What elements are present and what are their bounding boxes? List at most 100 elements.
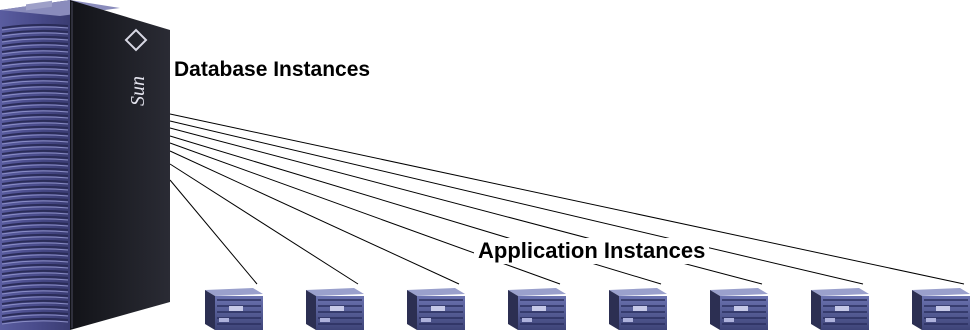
rack-panel — [926, 318, 936, 322]
application-servers — [205, 288, 970, 330]
grille-ridge — [1, 263, 69, 269]
grille-highlight — [1, 92, 69, 97]
grille-highlight — [1, 134, 69, 139]
grille-highlight — [1, 62, 69, 67]
grille-highlight — [1, 296, 69, 301]
grille-highlight — [1, 212, 69, 217]
rack-panel — [825, 318, 835, 322]
grille-ridge — [1, 281, 69, 287]
grille-highlight — [1, 188, 69, 193]
rack-side — [407, 290, 417, 330]
grille-highlight — [1, 206, 69, 211]
grille-ridge — [1, 305, 69, 311]
rack-side — [306, 290, 316, 330]
grille-highlight — [1, 44, 69, 49]
grille-highlight — [1, 194, 69, 199]
grille-highlight — [1, 158, 69, 163]
rack-top — [205, 288, 263, 296]
grille-highlight — [1, 290, 69, 295]
grille-highlight — [1, 200, 69, 205]
grille-ridge — [1, 221, 69, 227]
connection-lines — [169, 113, 965, 285]
grille-ridge — [1, 59, 69, 65]
sun-logo: Sun — [124, 28, 149, 106]
rack-side — [508, 290, 518, 330]
tower-badge — [26, 0, 52, 11]
grille-ridge — [1, 107, 69, 113]
rack-side — [912, 290, 922, 330]
grille-highlight — [1, 248, 69, 253]
grille-ridge — [1, 35, 69, 41]
rack-panel — [532, 306, 546, 311]
grille-ridge — [1, 167, 69, 173]
grille-highlight — [1, 272, 69, 277]
grille-ridge — [1, 41, 69, 47]
grille-ridge — [1, 149, 69, 155]
grille-highlight — [1, 140, 69, 145]
rack-top — [306, 288, 364, 296]
rack-panel — [724, 318, 734, 322]
grille-highlight — [1, 242, 69, 247]
grille-ridge — [1, 23, 69, 29]
grille-highlight — [1, 314, 69, 319]
grille-ridge — [1, 179, 69, 185]
grille-highlight — [1, 218, 69, 223]
rack-panel — [734, 306, 748, 311]
grille-ridge — [1, 233, 69, 239]
grille-highlight — [1, 38, 69, 43]
grille-ridge — [1, 203, 69, 209]
grille-highlight — [1, 122, 69, 127]
grille-ridge — [1, 131, 69, 137]
rack-side — [609, 290, 619, 330]
grille-highlight — [1, 176, 69, 181]
grille-ridge — [1, 185, 69, 191]
grille-highlight — [1, 236, 69, 241]
grille-ridge — [1, 65, 69, 71]
grille-highlight — [1, 26, 69, 31]
grille-ridge — [1, 47, 69, 53]
grille-ridge — [1, 317, 69, 323]
rack-server-icon — [205, 288, 263, 330]
rack-side — [710, 290, 720, 330]
rack-front — [417, 296, 465, 330]
grille-ridge — [1, 29, 69, 35]
connection-line — [169, 163, 359, 285]
rack-top — [811, 288, 869, 296]
rack-top — [912, 288, 970, 296]
grille-highlight — [1, 302, 69, 307]
grille-ridge — [1, 245, 69, 251]
grille-ridge — [1, 113, 69, 119]
grille-ridge — [1, 251, 69, 257]
rack-server-icon — [508, 288, 566, 330]
grille-highlight — [1, 74, 69, 79]
rack-panel — [835, 306, 849, 311]
grille-highlight — [1, 104, 69, 109]
grille-ridge — [1, 287, 69, 293]
grille-ridge — [1, 71, 69, 77]
grille-ridge — [1, 161, 69, 167]
database-instances-label: Database Instances — [174, 58, 371, 81]
grille-ridge — [1, 293, 69, 299]
grille-ridge — [1, 209, 69, 215]
grille-ridge — [1, 191, 69, 197]
grille-highlight — [1, 128, 69, 133]
grille-ridge — [1, 311, 69, 317]
application-instances-label: Application Instances — [474, 238, 710, 264]
rack-top — [407, 288, 465, 296]
rack-panel — [633, 306, 647, 311]
rack-front — [922, 296, 970, 330]
rack-top — [609, 288, 667, 296]
rack-server-icon — [811, 288, 869, 330]
grille-highlight — [1, 170, 69, 175]
rack-panel — [431, 306, 445, 311]
grille-ridge — [1, 239, 69, 245]
rack-side — [205, 290, 215, 330]
grille-ridge — [1, 143, 69, 149]
rack-server-icon — [407, 288, 465, 330]
rack-top — [508, 288, 566, 296]
grille-highlight — [1, 278, 69, 283]
connection-line — [169, 113, 965, 285]
rack-server-icon — [912, 288, 970, 330]
grille-ridge — [1, 53, 69, 59]
